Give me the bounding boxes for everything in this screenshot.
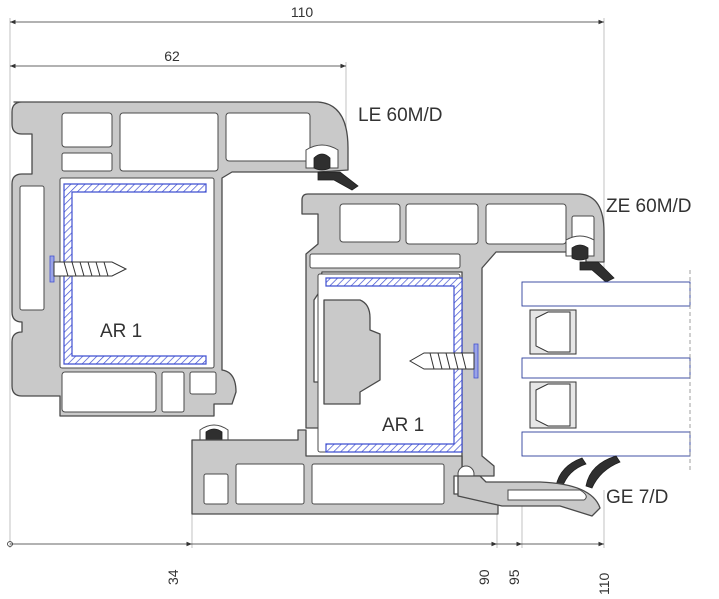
- dim-90: 90: [476, 569, 492, 585]
- frame-base-profile: [191, 429, 499, 515]
- label-ge-7d: GE 7/D: [606, 487, 668, 508]
- glazing-gasket: [555, 455, 621, 489]
- dim-95: 95: [506, 569, 522, 585]
- label-le-60md: LE 60M/D: [358, 105, 442, 126]
- dim-110-bottom: 110: [596, 572, 612, 595]
- sash-reinforcement-ar1: [323, 277, 463, 453]
- dim-110-top: 110: [291, 4, 314, 20]
- sash-gasket: [565, 235, 615, 283]
- sash-screw-icon: [408, 343, 479, 379]
- dim-62: 62: [164, 48, 180, 64]
- frame-gasket: [305, 144, 359, 191]
- glazing-bead: [457, 475, 601, 517]
- label-ar1-frame: AR 1: [100, 321, 142, 342]
- glazing-unit: [521, 270, 691, 470]
- label-ze-60md: ZE 60M/D: [606, 196, 692, 217]
- frame-reinforcement-ar1: [63, 183, 207, 365]
- label-ar1-sash: AR 1: [382, 415, 424, 436]
- dim-34: 34: [165, 569, 181, 585]
- frame-screw-icon: [49, 255, 128, 283]
